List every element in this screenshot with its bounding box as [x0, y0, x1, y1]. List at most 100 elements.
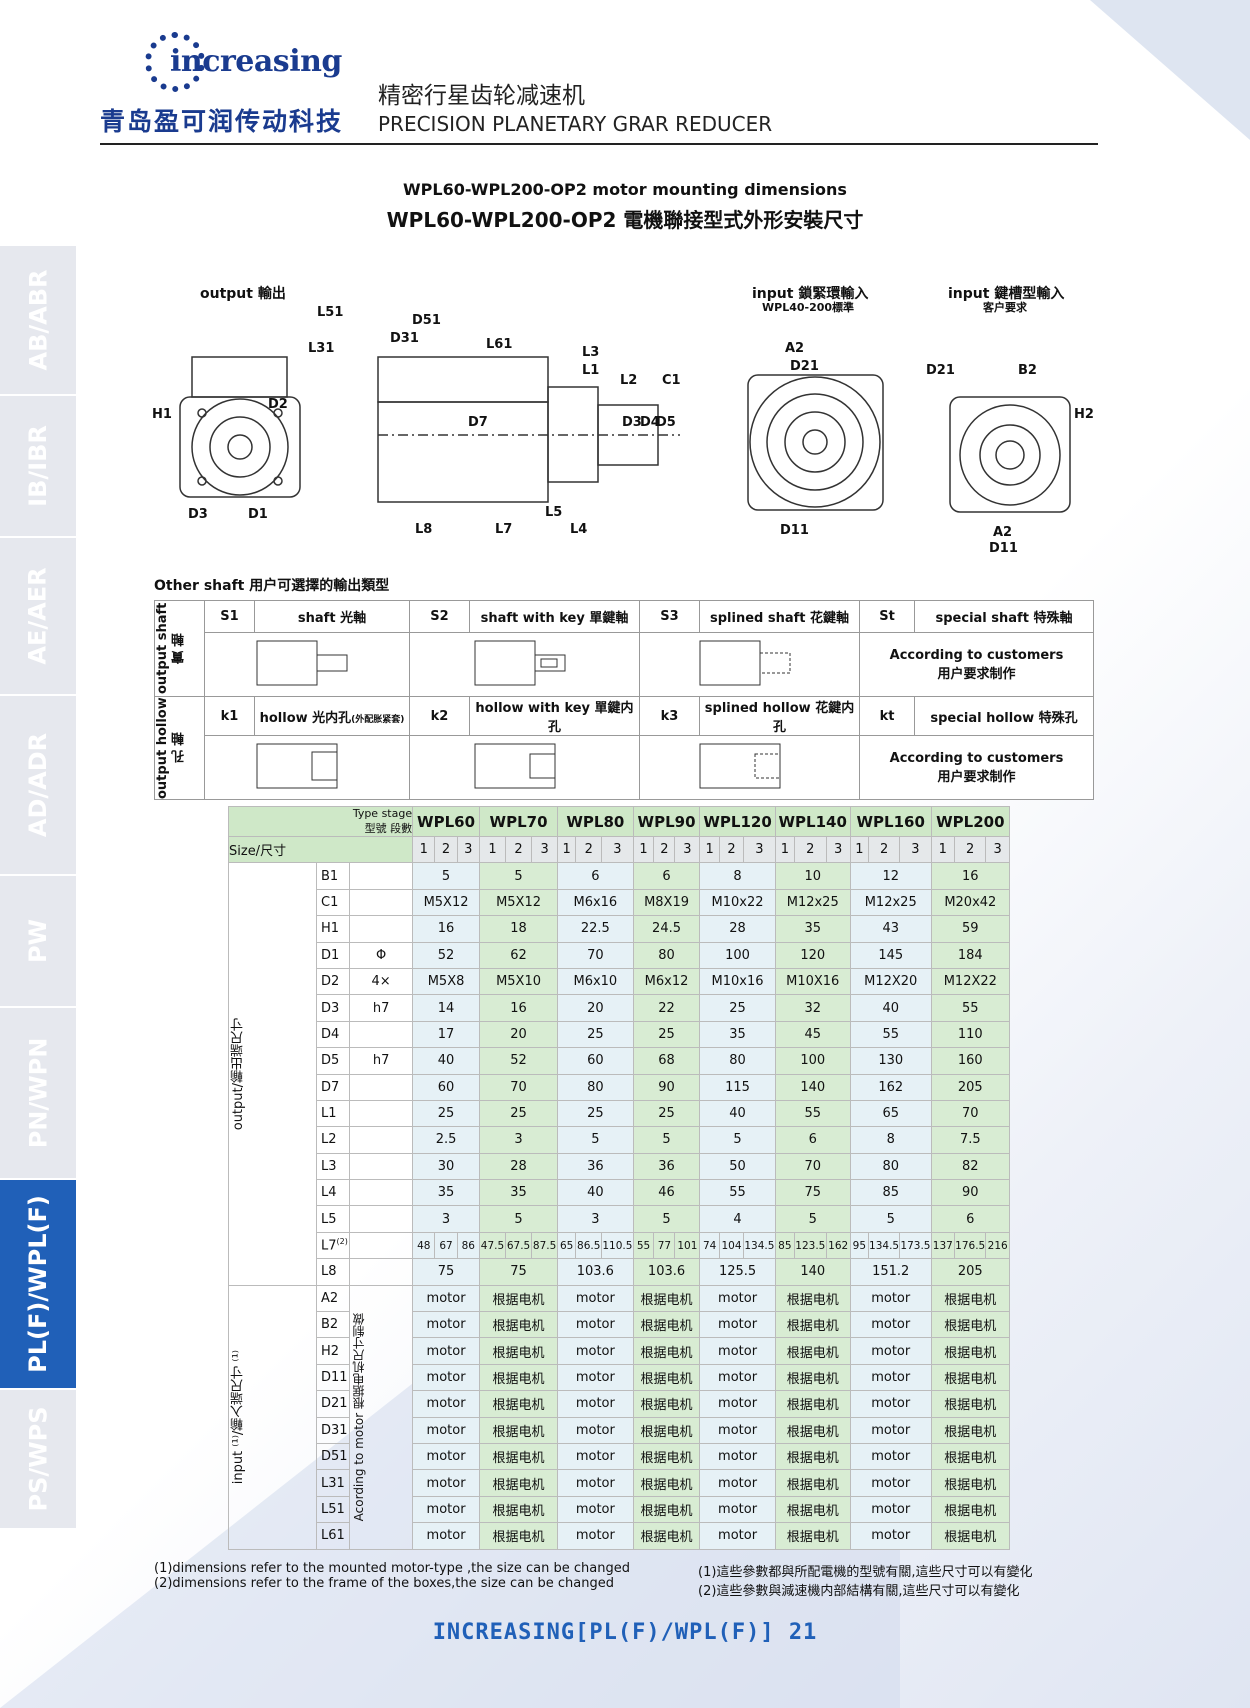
- stage-header: 2: [653, 835, 676, 864]
- dimension-label: L2: [620, 373, 638, 388]
- value-cell: 根据电机: [930, 1522, 1011, 1550]
- row-modifier: 4×: [349, 967, 414, 996]
- value-cell: 90: [930, 1179, 1011, 1207]
- model-header: WPL140: [774, 806, 851, 837]
- value-cell: 151.2: [849, 1258, 932, 1286]
- value-cell: motor: [849, 1311, 932, 1339]
- row-name: D4: [315, 1020, 351, 1049]
- output-label: output 輸出: [200, 286, 286, 302]
- value-cell: 6: [632, 862, 701, 890]
- dimension-label: L5: [545, 505, 563, 520]
- value-cell: motor: [699, 1311, 776, 1339]
- value-cell: 24.5: [632, 915, 701, 943]
- value-cell: 205: [930, 1073, 1011, 1101]
- sidebar-tab[interactable]: AD/ADR: [0, 696, 76, 876]
- hollow-name: special hollow 特殊孔: [914, 696, 1094, 736]
- value-cell: 110: [930, 1020, 1011, 1049]
- sidebar-tab[interactable]: PN/WPN: [0, 1008, 76, 1180]
- value-cell: 28: [478, 1152, 559, 1181]
- output-group-cell: output/輸出端尺寸: [228, 862, 317, 1286]
- row-name: H1: [315, 915, 351, 943]
- value-cell: 85: [849, 1179, 932, 1207]
- dimension-label: D1: [248, 507, 268, 522]
- value-cell: 52: [412, 941, 480, 969]
- dimension-label: L61: [486, 337, 513, 352]
- sidebar-tab[interactable]: IB/IBR: [0, 396, 76, 538]
- value-cell: 16: [412, 915, 480, 943]
- value-cell: 8: [849, 1126, 932, 1154]
- sidebar-tab[interactable]: PW: [0, 876, 76, 1008]
- value-cell: 137: [930, 1231, 956, 1260]
- dimension-label: D3: [188, 507, 208, 522]
- dimension-label: H1: [152, 407, 172, 422]
- row-name: L2: [315, 1126, 351, 1154]
- value-cell: 95: [849, 1231, 869, 1260]
- value-cell: 75: [774, 1179, 851, 1207]
- value-cell: 125.5: [699, 1258, 776, 1286]
- custom-note-cn: 用户要求制作: [937, 666, 1016, 682]
- note-en-1: (1)dimensions refer to the mounted motor…: [154, 1561, 630, 1576]
- value-cell: 16: [478, 994, 559, 1022]
- value-cell: motor: [699, 1416, 776, 1444]
- shaft-row-label: output shaft 實 軸: [155, 602, 187, 695]
- value-cell: 110.5: [601, 1231, 634, 1260]
- stage-header: 1: [632, 835, 655, 864]
- dimension-label: D21: [926, 363, 955, 378]
- sidebar-tab[interactable]: AE/AER: [0, 538, 76, 696]
- value-cell: 104: [718, 1231, 745, 1260]
- shaft-types-table: output shaft 實 軸 S1 shaft 光軸 S2 shaft wi…: [154, 600, 1094, 800]
- flange-top-shape: [191, 356, 288, 398]
- hollow-plain-illustration: [204, 735, 410, 800]
- value-cell: motor: [557, 1522, 634, 1550]
- custom-note-en: According to customers: [889, 647, 1064, 663]
- stage-header: 3: [985, 835, 1010, 864]
- value-cell: 根据电机: [478, 1442, 559, 1471]
- value-cell: 17: [412, 1020, 480, 1049]
- sidebar-tab[interactable]: PS/WPS: [0, 1390, 76, 1530]
- value-cell: 173.5: [899, 1231, 932, 1260]
- value-cell: 5: [412, 862, 480, 890]
- value-cell: motor: [557, 1416, 634, 1444]
- input-lock-sub: WPL40-200標準: [762, 301, 855, 314]
- value-cell: 根据电机: [632, 1495, 701, 1524]
- row-name: L8: [315, 1258, 351, 1286]
- dimension-label: D51: [412, 313, 441, 328]
- value-cell: 120: [774, 941, 851, 969]
- type-stage-label: Type stage: [352, 807, 413, 820]
- model-header: WPL120: [699, 806, 776, 837]
- hollow-code: k3: [639, 696, 700, 736]
- brand-logo: increasing: [170, 44, 342, 79]
- value-cell: 5: [557, 1126, 634, 1154]
- sidebar-tab[interactable]: PL(F)/WPL(F): [0, 1180, 76, 1390]
- stage-header: 3: [825, 835, 851, 864]
- stage-header: 2: [575, 835, 603, 864]
- sidebar-tab-label: AE/AER: [24, 567, 52, 665]
- stage-header: 1: [557, 835, 577, 864]
- input-group-cell: input ⁽¹⁾/輸入端尺寸 ⁽¹⁾: [228, 1284, 317, 1550]
- row-name: L3: [315, 1152, 351, 1181]
- stage-header: 1: [774, 835, 796, 864]
- value-cell: motor: [557, 1442, 634, 1471]
- row-name: L51: [315, 1495, 351, 1524]
- value-cell: 65: [849, 1099, 932, 1128]
- input-key-sub: 客户要求: [983, 301, 1027, 314]
- sidebar-tab[interactable]: AB/ABR: [0, 246, 76, 396]
- sidebar-tab-label: PW: [24, 918, 52, 964]
- value-cell: 25: [632, 1099, 701, 1128]
- input-group-label: input ⁽¹⁾/輸入端尺寸 ⁽¹⁾: [231, 1349, 246, 1485]
- hollow-name: hollow 光内孔: [259, 710, 352, 726]
- dimension-label: B2: [1018, 363, 1037, 378]
- value-cell: 60: [557, 1047, 634, 1075]
- sidebar-tab-label: PN/WPN: [24, 1037, 52, 1149]
- gear-logo-icon: [145, 32, 205, 92]
- hollow-spline-illustration: [639, 735, 860, 800]
- value-cell: 根据电机: [478, 1311, 559, 1339]
- value-cell: 根据电机: [774, 1337, 851, 1365]
- value-cell: 28: [699, 915, 776, 943]
